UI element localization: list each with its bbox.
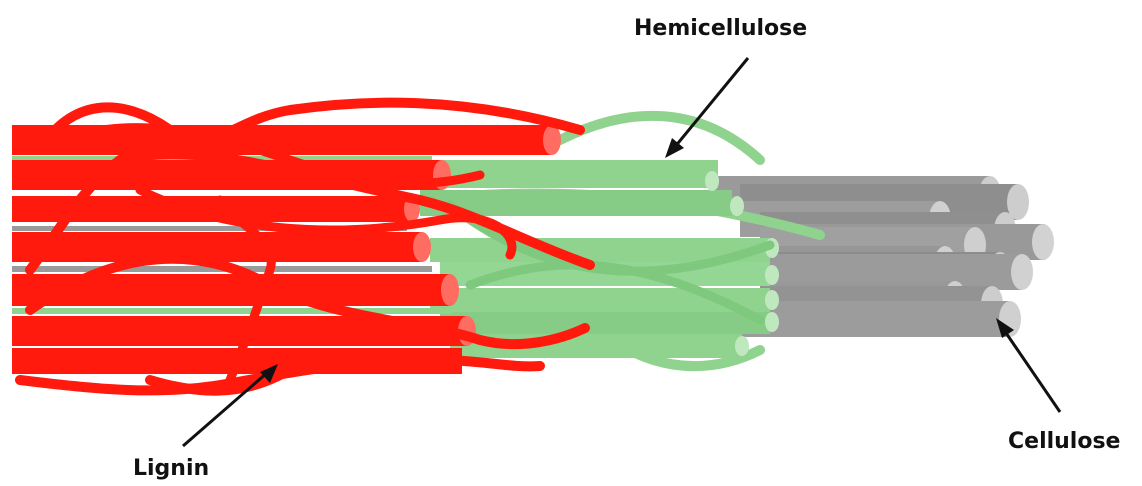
hemicellulose-label: Hemicellulose (634, 18, 807, 40)
lignin-label: Lignin (133, 458, 209, 480)
cellulose-arrow (1004, 330, 1060, 412)
cellulose-label: Cellulose (1008, 431, 1120, 453)
hemicellulose-arrow (674, 58, 748, 148)
cellulose-fiber (740, 301, 1021, 337)
